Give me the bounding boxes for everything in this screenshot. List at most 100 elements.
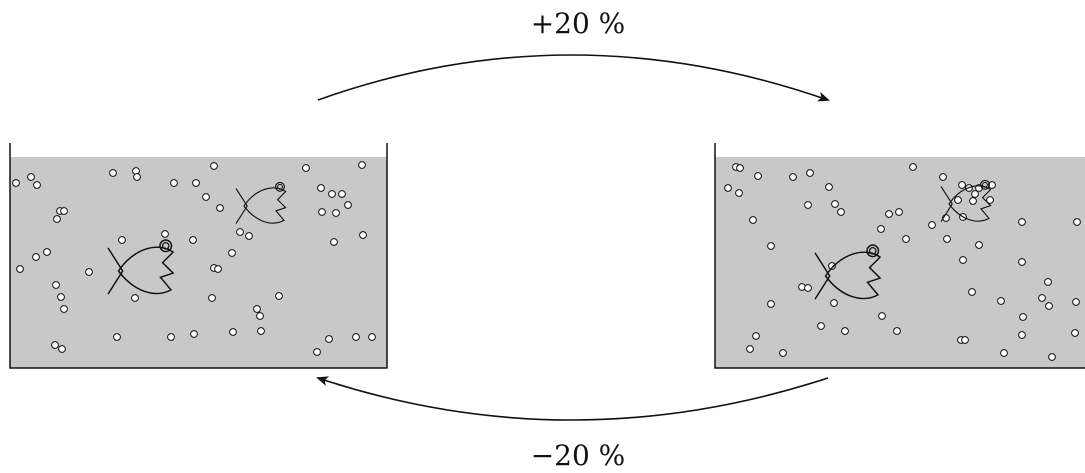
bubble xyxy=(325,335,333,343)
bubble xyxy=(1073,218,1081,226)
bubble xyxy=(988,181,996,189)
bubble xyxy=(841,327,849,335)
bubble xyxy=(895,208,903,216)
left-tank-walls xyxy=(9,143,388,369)
bubble xyxy=(318,208,326,216)
bubble xyxy=(332,209,340,217)
bubble xyxy=(51,341,59,349)
bubble xyxy=(330,238,338,246)
bubble xyxy=(313,348,321,356)
right-tank xyxy=(714,143,1085,369)
right-tank-water xyxy=(715,157,1085,368)
bubble xyxy=(878,312,886,320)
bubble xyxy=(113,333,121,341)
bubble xyxy=(749,216,757,224)
bubble xyxy=(256,312,264,320)
bubble xyxy=(216,204,224,212)
bubble xyxy=(245,232,253,240)
bubble xyxy=(214,265,222,273)
bubble xyxy=(1045,302,1053,310)
bubble xyxy=(968,288,976,296)
bubble xyxy=(57,293,65,301)
decrease-label: −20 % xyxy=(531,439,626,472)
bubble xyxy=(167,333,175,341)
bubble xyxy=(85,268,93,276)
bubble xyxy=(43,248,51,256)
bubble xyxy=(986,196,994,204)
bubble xyxy=(877,225,885,233)
bubble xyxy=(1072,298,1080,306)
bubble xyxy=(275,292,283,300)
bubble xyxy=(202,193,210,201)
bubble xyxy=(109,169,117,177)
bubble xyxy=(58,345,66,353)
bubble xyxy=(736,164,744,172)
bubble xyxy=(16,265,24,273)
bubble xyxy=(767,300,775,308)
bubble xyxy=(352,333,360,341)
bubble xyxy=(253,305,261,313)
bubble xyxy=(12,179,20,187)
bubble xyxy=(358,161,366,169)
bubble xyxy=(1000,349,1008,357)
increase-arrow xyxy=(317,54,830,102)
bubble xyxy=(804,201,812,209)
increase-label: +20 % xyxy=(531,7,626,40)
bubble xyxy=(228,249,236,257)
bubble xyxy=(779,349,787,357)
bubble xyxy=(210,162,218,170)
left-tank-water xyxy=(10,157,387,368)
bubble xyxy=(170,179,178,187)
bubble xyxy=(767,242,775,250)
bubble xyxy=(806,169,814,177)
bubble xyxy=(943,235,951,243)
bubble xyxy=(60,305,68,313)
bubble xyxy=(909,163,917,171)
decrease-arrow xyxy=(316,376,829,421)
bubble xyxy=(789,173,797,181)
bubble xyxy=(257,327,265,335)
bubble xyxy=(828,262,836,270)
bubble xyxy=(229,328,237,336)
bubble xyxy=(1018,331,1026,339)
bubble xyxy=(902,235,910,243)
bubble xyxy=(959,256,967,264)
left-tank xyxy=(9,143,388,369)
bubble xyxy=(52,281,60,289)
bubble xyxy=(1018,258,1026,266)
bubble xyxy=(928,221,936,229)
bubble xyxy=(1038,294,1046,302)
bubble xyxy=(831,200,839,208)
bubble xyxy=(1071,329,1079,337)
bubble xyxy=(53,215,61,223)
bubble xyxy=(60,207,68,215)
bubble xyxy=(118,236,126,244)
bubble xyxy=(368,333,376,341)
bubble xyxy=(359,231,367,239)
bubble xyxy=(33,181,41,189)
bubble xyxy=(958,181,966,189)
bubble xyxy=(1044,278,1052,286)
bubble xyxy=(131,294,139,302)
bubble xyxy=(885,210,893,218)
bubble xyxy=(236,228,244,236)
bubble xyxy=(32,253,40,261)
bubble xyxy=(735,189,743,197)
bubble xyxy=(893,327,901,335)
bubble xyxy=(817,322,825,330)
bubble xyxy=(317,184,325,192)
bubble xyxy=(837,208,845,216)
bubble xyxy=(975,241,983,249)
bubble xyxy=(939,173,947,181)
bubble xyxy=(825,183,833,191)
bubble xyxy=(804,284,812,292)
bubble xyxy=(971,190,979,198)
bubble xyxy=(961,336,969,344)
bubble xyxy=(338,190,346,198)
bubble xyxy=(1018,218,1026,226)
bubble xyxy=(344,201,352,209)
bubble xyxy=(328,190,336,198)
bubble xyxy=(997,297,1005,305)
bubble xyxy=(192,179,200,187)
